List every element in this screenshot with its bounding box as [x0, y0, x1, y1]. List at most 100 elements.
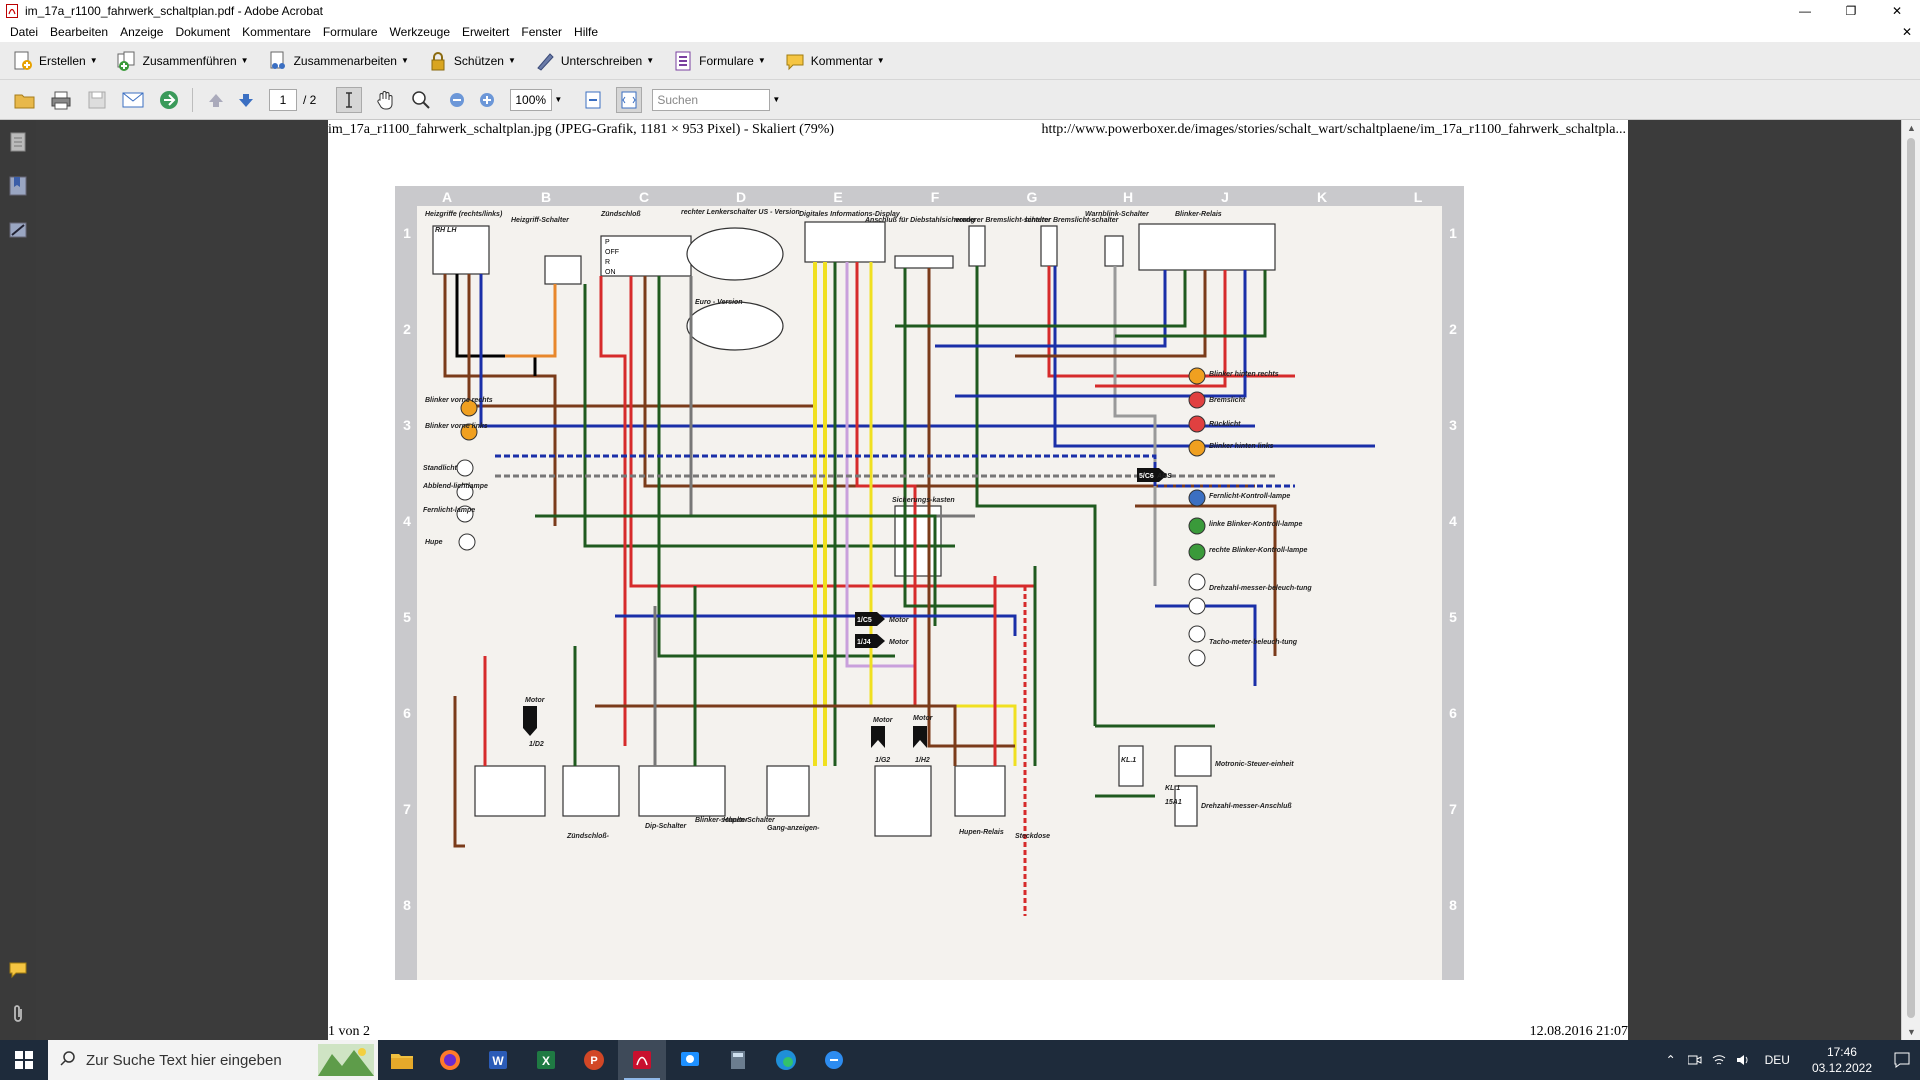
vertical-scrollbar[interactable]: ▲ ▼	[1901, 120, 1920, 1040]
collaborate-icon	[267, 50, 289, 72]
schematic-label: Blinker-schalter	[695, 817, 749, 824]
search-dropdown-icon[interactable]: ▼	[772, 95, 781, 104]
rear-right-indicator-bulb	[1188, 367, 1206, 385]
column-label: A	[442, 189, 452, 205]
schematic-label: Blinker-Relais	[1175, 211, 1222, 218]
clock[interactable]: 17:46 03.12.2022	[1800, 1044, 1884, 1076]
minimize-button[interactable]: —	[1799, 4, 1811, 18]
powerpoint-icon[interactable]: P	[570, 1040, 618, 1080]
firefox-icon[interactable]	[426, 1040, 474, 1080]
meet-now-icon[interactable]	[1683, 1040, 1707, 1080]
page-number-input[interactable]: 1	[269, 88, 297, 111]
formulare-button[interactable]: Formulare▼	[668, 47, 770, 75]
unterschreiben-button[interactable]: Unterschreiben▼	[530, 47, 658, 75]
file-explorer-icon[interactable]	[378, 1040, 426, 1080]
tail-light-bulb	[1188, 415, 1206, 433]
email-button[interactable]	[120, 87, 146, 113]
menu-kommentare[interactable]: Kommentare	[242, 25, 311, 39]
schematic-label: rechte Blinker-Kontroll-lampe	[1209, 547, 1308, 554]
menu-werkzeuge[interactable]: Werkzeuge	[389, 25, 451, 39]
save-button[interactable]	[84, 87, 110, 113]
chevron-down-icon: ▼	[757, 56, 766, 65]
menu-dokument[interactable]: Dokument	[175, 25, 231, 39]
pdf-page: im_17a_r1100_fahrwerk_schaltplan.jpg (JP…	[328, 120, 1628, 1040]
tray-expand-icon[interactable]: ⌃	[1665, 1053, 1676, 1067]
schuetzen-button[interactable]: Schützen▼	[423, 47, 520, 75]
search-input[interactable]: Suchen	[652, 88, 771, 111]
schematic-label: Sicherungs-kasten	[892, 497, 955, 504]
notification-icon[interactable]	[1884, 1040, 1920, 1080]
zusammenarbeiten-button[interactable]: Zusammenarbeiten▼	[263, 47, 413, 75]
close-document-icon[interactable]: ✕	[1901, 25, 1912, 39]
fit-page-button[interactable]	[580, 87, 606, 113]
close-window-button[interactable]: ✕	[1891, 4, 1903, 18]
schematic-label: Motor	[525, 697, 546, 704]
document-viewport[interactable]: im_17a_r1100_fahrwerk_schaltplan.jpg (JP…	[36, 120, 1901, 1040]
select-tool-button[interactable]	[336, 86, 363, 113]
schematic-label: Steckdose	[1015, 833, 1050, 840]
zoom-out-button[interactable]	[444, 87, 470, 113]
calculator-icon[interactable]	[714, 1040, 762, 1080]
row-label: 5	[403, 609, 411, 625]
forms-icon	[672, 50, 694, 72]
menu-fenster[interactable]: Fenster	[521, 25, 563, 39]
word-icon[interactable]: W	[474, 1040, 522, 1080]
marquee-zoom-button[interactable]	[408, 87, 434, 113]
next-page-button[interactable]	[233, 87, 259, 113]
language-indicator[interactable]: DEU	[1764, 1053, 1790, 1067]
bookmarks-panel-icon[interactable]	[8, 176, 28, 196]
schematic-label: Drehzahl-messer-beleuch-tung	[1209, 585, 1312, 592]
tool-toolbar: 1 / 2 100% ▼ Suchen ▼	[0, 80, 1920, 120]
chat-icon[interactable]	[810, 1040, 858, 1080]
volume-icon[interactable]	[1731, 1040, 1755, 1080]
windows-start-button[interactable]	[0, 1040, 48, 1080]
menu-bearbeiten[interactable]: Bearbeiten	[50, 25, 109, 39]
excel-icon[interactable]: X	[522, 1040, 570, 1080]
schematic-label: KL.1	[1121, 757, 1136, 764]
erstellen-button[interactable]: Erstellen▼	[8, 47, 102, 75]
schematic-label: Hupen-Schalter	[723, 817, 776, 824]
restore-button[interactable]: ❐	[1845, 4, 1857, 18]
create-pdf-icon	[12, 50, 34, 72]
right-indicator-warning-bulb	[1188, 543, 1206, 561]
zoom-dropdown-icon[interactable]: ▼	[554, 95, 563, 104]
open-button[interactable]	[12, 87, 38, 113]
attachments-panel-icon[interactable]	[8, 1004, 28, 1024]
fit-width-button[interactable]	[616, 86, 643, 113]
menu-anzeige[interactable]: Anzeige	[120, 25, 164, 39]
zoom-level-input[interactable]: 100%	[510, 88, 553, 111]
column-label: D	[736, 189, 746, 205]
clock-date: 03.12.2022	[1811, 1061, 1872, 1075]
motor-arrow-tag	[871, 726, 885, 748]
menu-hilfe[interactable]: Hilfe	[574, 25, 599, 39]
column-label: J	[1221, 189, 1229, 205]
previous-page-button[interactable]	[203, 87, 229, 113]
scrollbar-thumb[interactable]	[1907, 138, 1915, 1018]
print-button[interactable]	[48, 87, 74, 113]
scroll-down-icon[interactable]: ▼	[1907, 1027, 1916, 1037]
collaborate-tool-button[interactable]	[156, 87, 182, 113]
taskbar-search-input[interactable]: Zur Suche Text hier eingeben	[48, 1040, 378, 1080]
menu-datei[interactable]: Datei	[10, 25, 39, 39]
hand-tool-button[interactable]	[372, 87, 398, 113]
menu-erweitert[interactable]: Erweitert	[462, 25, 510, 39]
teamviewer-icon[interactable]	[666, 1040, 714, 1080]
zoom-in-button[interactable]	[474, 87, 500, 113]
page-header-left: im_17a_r1100_fahrwerk_schaltplan.jpg (JP…	[328, 122, 835, 137]
scroll-up-icon[interactable]: ▲	[1907, 123, 1916, 133]
ignition-relay-component	[562, 765, 620, 817]
comments-panel-icon[interactable]	[8, 960, 28, 980]
pages-panel-icon[interactable]	[8, 132, 28, 152]
menu-formulare[interactable]: Formulare	[322, 25, 378, 39]
motronic-unit	[1174, 745, 1212, 777]
network-icon[interactable]	[1707, 1040, 1731, 1080]
save-icon	[88, 91, 106, 108]
wire-green	[583, 284, 955, 548]
high-beam-bulb	[456, 505, 474, 523]
edge-icon[interactable]	[762, 1040, 810, 1080]
kommentar-button[interactable]: Kommentar▼	[780, 47, 889, 75]
acrobat-icon[interactable]	[618, 1040, 666, 1080]
signatures-panel-icon[interactable]	[8, 220, 28, 240]
zusammenfuehren-button[interactable]: Zusammenführen▼	[112, 47, 253, 75]
motor-arrow-tag	[523, 706, 537, 736]
